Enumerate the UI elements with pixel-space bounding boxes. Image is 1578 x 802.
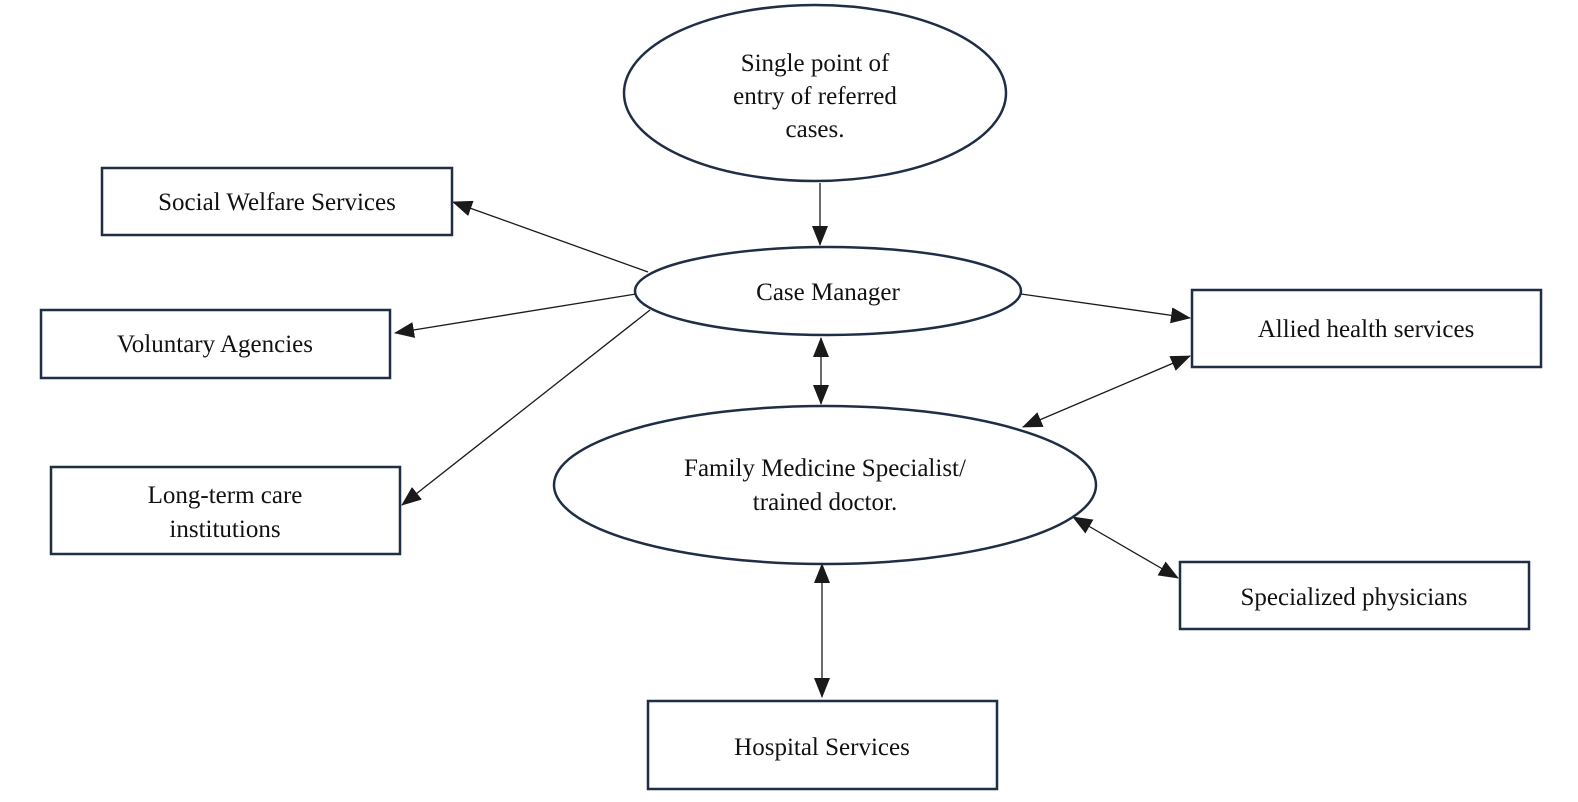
connectors	[394, 183, 1191, 698]
social-welfare-node: Social Welfare Services	[100, 166, 454, 237]
allied-health-node-label: Allied health services	[1258, 316, 1475, 343]
entry-node-shape	[622, 3, 1008, 183]
family-medicine-node-label-line-1: Family Medicine Specialist/	[684, 455, 966, 482]
social-welfare-node-label: Social Welfare Services	[158, 189, 396, 216]
allied-health-node-shape	[1190, 288, 1543, 369]
long-term-node-label-line-1: Long-term care	[148, 482, 303, 509]
entry-node-label-line-2: entry of referred	[733, 83, 897, 110]
arrow-case-manager-to-allied-health	[1020, 293, 1191, 324]
long-term-node-shape	[49, 465, 402, 556]
case-manager-node-shape	[633, 245, 1023, 337]
arrow-case-manager-to-long-term	[401, 309, 651, 506]
voluntary-node: Voluntary Agencies	[39, 308, 392, 380]
hospital-node: Hospital Services	[646, 699, 999, 791]
family-medicine-node-shape	[552, 404, 1098, 566]
voluntary-node-label: Voluntary Agencies	[117, 331, 313, 358]
voluntary-node-shape	[39, 308, 392, 380]
social-welfare-node-shape	[100, 166, 454, 237]
long-term-node-label-line-2: institutions	[169, 516, 280, 543]
allied-health-node: Allied health services	[1190, 288, 1543, 369]
entry-node-label-line-1: Single point of	[741, 50, 890, 77]
hospital-node-shape	[646, 699, 999, 791]
arrow-family-medicine-to-specialized	[1072, 516, 1179, 579]
case-manager-node: Case Manager	[633, 245, 1023, 337]
arrow-case-manager-to-social-welfare	[452, 200, 649, 273]
nodes: Single point of entry of referred cases.…	[39, 3, 1543, 791]
entry-node-label-line-3: cases.	[786, 116, 845, 143]
case-manager-node-label: Case Manager	[756, 279, 900, 306]
family-medicine-node: Family Medicine Specialist/ trained doct…	[552, 404, 1098, 566]
arrow-case-manager-to-voluntary	[394, 293, 637, 338]
entry-node: Single point of entry of referred cases.	[622, 3, 1008, 183]
hospital-node-label: Hospital Services	[734, 734, 910, 761]
arrow-allied-health-to-family-medicine	[1022, 355, 1191, 428]
specialized-node-shape	[1178, 560, 1531, 631]
specialized-node: Specialized physicians	[1178, 560, 1531, 631]
family-medicine-node-label-line-2: trained doctor.	[753, 489, 897, 516]
long-term-node: Long-term care institutions	[49, 465, 402, 556]
specialized-node-label: Specialized physicians	[1240, 584, 1467, 611]
